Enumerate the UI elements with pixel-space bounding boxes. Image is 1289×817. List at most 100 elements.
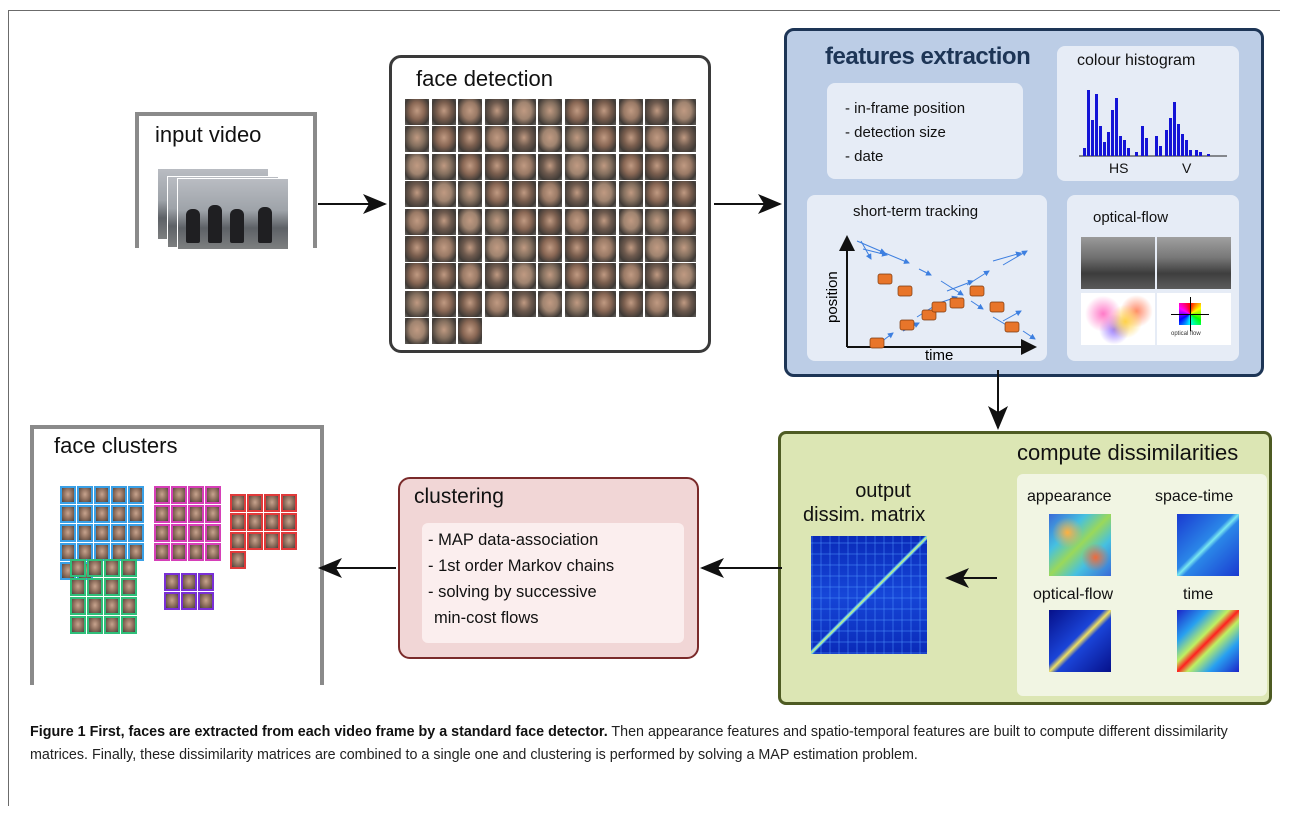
tracklet-box xyxy=(897,285,913,297)
tracklet-box xyxy=(969,285,985,297)
output-dissimilarity-matrix xyxy=(811,536,927,654)
detected-face-thumbnail xyxy=(431,181,456,208)
clustered-face-thumbnail xyxy=(230,494,246,512)
histogram-bar xyxy=(1091,120,1094,156)
detected-face-thumbnail xyxy=(538,263,563,290)
clustered-face-thumbnail xyxy=(104,559,120,577)
figure-frame xyxy=(8,10,1280,806)
detected-face-thumbnail xyxy=(431,318,456,345)
detected-face-thumbnail xyxy=(485,235,510,262)
detected-face-thumbnail xyxy=(405,126,429,153)
clustered-face-thumbnail xyxy=(164,573,180,591)
clustering-step-3: - solving by successive xyxy=(428,583,597,601)
clustering-title: clustering xyxy=(414,485,504,508)
clustered-face-thumbnail xyxy=(111,486,127,504)
matrix-time xyxy=(1177,610,1239,672)
face-detection-box: face detection xyxy=(389,55,711,353)
detected-face-thumbnail xyxy=(511,126,536,153)
histogram-bar xyxy=(1095,94,1098,156)
detected-face-thumbnail xyxy=(591,290,616,317)
detected-face-thumbnail xyxy=(618,181,643,208)
detected-face-thumbnail xyxy=(671,153,696,180)
optical-flow-field xyxy=(1081,293,1155,345)
detected-face-thumbnail xyxy=(458,318,483,345)
clustered-face-thumbnail xyxy=(70,559,86,577)
clustered-face-thumbnail xyxy=(154,524,170,542)
clustering-step-1: - MAP data-association xyxy=(428,531,599,549)
face-detection-title: face detection xyxy=(416,66,553,91)
histogram-bar xyxy=(1111,110,1114,156)
histogram-label-v: V xyxy=(1182,160,1192,176)
detected-face-thumbnail xyxy=(405,99,429,125)
detected-face-thumbnail xyxy=(671,181,696,208)
detected-face-thumbnail xyxy=(565,290,590,317)
histogram-bar xyxy=(1207,154,1210,156)
optical-flow-frame-1 xyxy=(1081,237,1155,289)
tracklet-box xyxy=(931,301,947,313)
clustered-face-thumbnail xyxy=(205,543,221,561)
features-list-panel: - in-frame position - detection size - d… xyxy=(827,83,1023,179)
tracking-ylabel: position xyxy=(824,271,841,323)
histogram-bar xyxy=(1181,134,1184,156)
clustered-face-thumbnail xyxy=(198,573,214,591)
detected-face-thumbnail xyxy=(591,181,616,208)
detected-face-thumbnail xyxy=(458,181,483,208)
features-extraction-box: features extraction - in-frame position … xyxy=(784,28,1264,377)
clustered-face-thumbnail xyxy=(171,486,187,504)
detected-face-thumbnail xyxy=(645,153,670,180)
clustered-face-thumbnail xyxy=(60,486,76,504)
clustering-box: clustering - MAP data-association - 1st … xyxy=(398,477,699,659)
clustered-face-thumbnail xyxy=(205,486,221,504)
histogram-bar xyxy=(1135,152,1138,156)
clustered-face-thumbnail xyxy=(128,486,144,504)
detected-face-thumbnail xyxy=(565,181,590,208)
clustered-face-thumbnail xyxy=(77,505,93,523)
detected-face-thumbnail xyxy=(405,290,429,317)
optical-flow-title: optical-flow xyxy=(1093,209,1169,226)
colour-histogram-title: colour histogram xyxy=(1077,52,1196,69)
detected-face-thumbnail xyxy=(618,263,643,290)
matrix-label-optical-flow: optical-flow xyxy=(1033,586,1114,603)
histogram-bar xyxy=(1087,90,1090,156)
clustered-face-thumbnail xyxy=(154,543,170,561)
detected-face-thumbnail xyxy=(591,263,616,290)
histogram-bar xyxy=(1119,136,1122,156)
clustered-face-thumbnail xyxy=(164,592,180,610)
tracking-motion-vector xyxy=(884,252,910,264)
histogram-bar xyxy=(1189,150,1192,156)
detected-face-thumbnail xyxy=(565,208,590,235)
clustered-face-thumbnail xyxy=(171,505,187,523)
detected-face-thumbnail xyxy=(538,235,563,262)
detected-face-thumbnail xyxy=(485,290,510,317)
tracking-motion-vector xyxy=(1002,250,1028,266)
face-grid xyxy=(405,99,696,345)
detected-face-thumbnail xyxy=(538,208,563,235)
feature-bullet-1: - in-frame position xyxy=(845,100,966,117)
clustered-face-thumbnail xyxy=(111,505,127,523)
caption-bold: Figure 1 First, faces are extracted from… xyxy=(30,724,608,740)
tracking-motion-vector xyxy=(860,240,872,260)
clustered-face-thumbnail xyxy=(128,505,144,523)
histogram-bar xyxy=(1103,142,1106,156)
tracklet-box xyxy=(899,319,915,331)
clustered-face-thumbnail xyxy=(70,578,86,596)
clustered-face-thumbnail xyxy=(188,486,204,504)
clustered-face-thumbnail xyxy=(87,616,103,634)
caption-text: Then appearance features and spatio-temp… xyxy=(30,724,1228,763)
face-clusters-title: face clusters xyxy=(54,433,178,458)
matrix-label-space-time: space-time xyxy=(1155,488,1234,505)
tracklet-box xyxy=(989,301,1005,313)
feature-bullet-3: - date xyxy=(845,148,884,165)
histogram-bar xyxy=(1199,152,1202,156)
detected-face-thumbnail xyxy=(458,126,483,153)
detected-face-thumbnail xyxy=(671,290,696,317)
detected-face-thumbnail xyxy=(405,235,429,262)
detected-face-thumbnail xyxy=(618,126,643,153)
detected-face-thumbnail xyxy=(405,263,429,290)
clustered-face-thumbnail xyxy=(70,597,86,615)
tracking-motion-vector xyxy=(1022,330,1036,340)
face-cluster-groups xyxy=(34,429,324,679)
histogram-bar xyxy=(1145,138,1148,156)
detected-face-thumbnail xyxy=(458,263,483,290)
short-term-tracking-title: short-term tracking xyxy=(853,203,979,220)
